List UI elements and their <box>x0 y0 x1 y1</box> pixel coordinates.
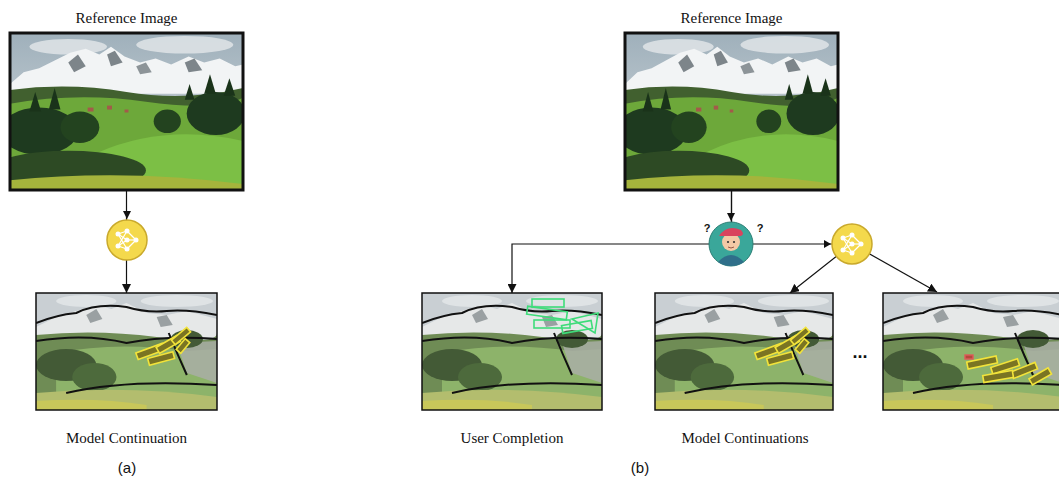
question-mark: ? <box>704 222 711 234</box>
painting-canvas <box>422 293 602 410</box>
reference-photo <box>607 33 840 190</box>
reference-photo <box>0 33 245 190</box>
panel-caption: Model Continuations <box>651 427 839 449</box>
painting-canvas <box>36 293 217 410</box>
flow-arrow <box>512 190 732 293</box>
arrowhead <box>727 213 735 221</box>
panel-label: (b) <box>631 459 649 476</box>
image-panel: Model Continuation <box>36 293 217 410</box>
image-panel: Reference Image <box>10 33 243 190</box>
arrowhead <box>123 211 131 219</box>
panel-caption: Model Continuation <box>32 427 221 449</box>
painting-canvas <box>883 293 1059 410</box>
panel-caption: Reference Image <box>6 7 247 29</box>
image-panel: User Completion <box>422 293 602 410</box>
connector-group <box>127 190 853 293</box>
painting-canvas <box>655 293 833 410</box>
panel-label: (a) <box>118 459 136 476</box>
arrowhead <box>824 240 831 248</box>
question-mark: ? <box>757 222 764 234</box>
model-icon <box>832 224 872 264</box>
image-panel: Reference Image <box>625 33 838 190</box>
panel-caption: User Completion <box>418 427 606 449</box>
panel-caption: Reference Image <box>621 7 842 29</box>
ellipsis-mark: ... <box>852 342 867 363</box>
model-icon <box>107 220 147 260</box>
user-avatar <box>709 222 753 266</box>
